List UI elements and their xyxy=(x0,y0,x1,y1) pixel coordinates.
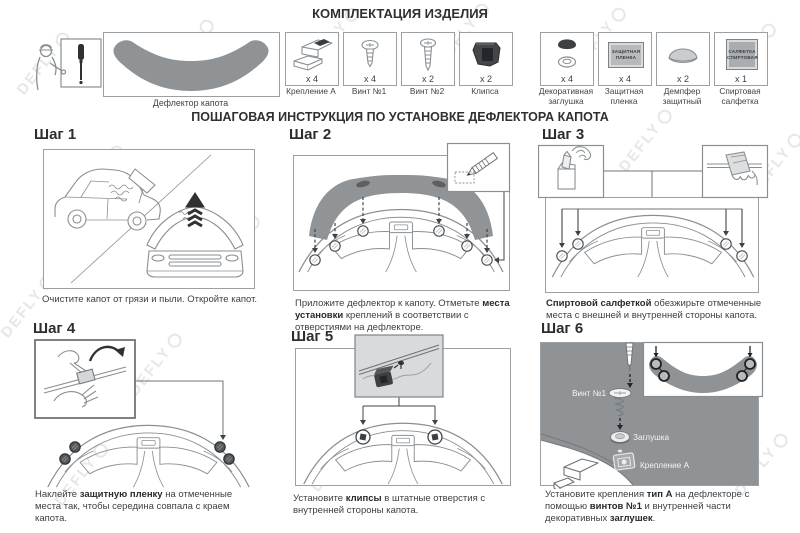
part-qty: x 1 xyxy=(734,74,747,84)
arrow-up-icon xyxy=(184,191,206,228)
step-1-illustration xyxy=(43,149,255,289)
part-qty: x 2 xyxy=(479,74,492,84)
step-header: Шаг 1 xyxy=(34,126,77,143)
part-label: Клипса xyxy=(471,86,499,96)
part-box-screw1: x 4 xyxy=(343,32,397,86)
step-2-illustration xyxy=(293,142,511,291)
clip-hole-marks xyxy=(355,429,443,445)
step-caption: Установите клипсы в штатные отверстия с … xyxy=(293,493,486,516)
clip-icon xyxy=(373,365,394,388)
part-qty: x 2 xyxy=(676,74,689,84)
part-qty: x 4 xyxy=(618,74,631,84)
part-box-screw2: x 2 xyxy=(401,32,455,86)
tools-needed-icon xyxy=(36,38,102,91)
plug-label: Заглушка xyxy=(633,433,670,442)
screw-label: Винт №1 xyxy=(572,389,606,398)
part-box-damper: x 2 xyxy=(656,32,710,86)
part-label: Винт №2 xyxy=(409,86,445,96)
step-3: Шаг 3 xyxy=(536,122,774,321)
part-label: Декоративная заглушка xyxy=(538,86,594,106)
part-qty: x 4 xyxy=(560,74,573,84)
screw-icon xyxy=(608,388,632,417)
part-label: Спиртовая салфетка xyxy=(719,86,761,106)
instructions-title: ПОШАГОВАЯ ИНСТРУКЦИЯ ПО УСТАНОВКЕ ДЕФЛЕК… xyxy=(191,110,609,124)
step-header: Шаг 2 xyxy=(289,126,332,143)
part-label: Винт №1 xyxy=(351,86,387,96)
part-qty: x 2 xyxy=(421,74,434,84)
clip-insert-inset xyxy=(354,334,444,398)
car-front-raised-hood-icon xyxy=(146,191,244,278)
plug-icon xyxy=(610,431,630,444)
step-6: Шаг 6 xyxy=(535,316,775,524)
screw-icon xyxy=(419,38,437,72)
cap-icon xyxy=(557,39,577,68)
clip-icon xyxy=(472,42,501,67)
step-header: Шаг 4 xyxy=(33,320,76,337)
step-header: Шаг 6 xyxy=(541,320,584,337)
damper-icon xyxy=(668,48,698,64)
step-header: Шаг 5 xyxy=(291,328,334,345)
deflector-closeup-inset xyxy=(642,341,764,398)
step-header: Шаг 3 xyxy=(542,126,585,143)
part-label: Демпфер защитный xyxy=(662,86,702,106)
screw-icon xyxy=(361,39,379,68)
watermark-logo-icon xyxy=(784,130,800,151)
bracket-pad xyxy=(612,452,636,471)
step-4: Шаг 4 Наклейте защитную пленку на от xyxy=(25,316,265,524)
wipe-pack-inset xyxy=(538,144,605,199)
step-2: Шаг 2 xyxy=(285,122,517,333)
marking-arrows xyxy=(314,197,488,248)
part-qty: x 4 xyxy=(363,74,376,84)
step-4-illustration xyxy=(34,339,250,488)
bracket-icon xyxy=(293,39,333,71)
deflector-icon xyxy=(113,40,269,91)
wipe-icon: САЛФЕТКА СПИРТОВАЯ xyxy=(726,39,758,70)
step-6-illustration: Винт №1 Заглушка Крепление А xyxy=(540,341,764,489)
step-5-illustration xyxy=(295,334,511,486)
person-icon xyxy=(36,44,67,91)
film-apply-inset xyxy=(34,339,136,419)
screwdriver-icon xyxy=(625,342,634,372)
step-caption: Наклейте защитную пленку на отмеченные м… xyxy=(35,489,233,524)
step-1: Шаг 1 xyxy=(30,122,262,312)
part-box-cap: x 4 xyxy=(540,32,594,86)
part-box-wipe: САЛФЕТКА СПИРТОВАЯ x 1 xyxy=(714,32,768,86)
step-5: Шаг 5 xyxy=(283,316,523,516)
kit-title: КОМПЛЕКТАЦИЯ ИЗДЕЛИЯ xyxy=(312,6,488,21)
bracket-icon xyxy=(553,458,599,489)
part-box-bracket: x 4 xyxy=(285,32,339,86)
part-qty: x 4 xyxy=(305,74,318,84)
car-open-hood-icon xyxy=(54,168,161,231)
pencil-inset xyxy=(446,142,511,193)
step-caption: Очистите капот от грязи и пыли. Откройте… xyxy=(42,294,258,305)
part-box-clip: x 2 xyxy=(459,32,513,86)
deflector-box xyxy=(103,32,280,97)
part-label: Защитная пленка xyxy=(604,86,644,106)
film-icon: ЗАЩИТНАЯ ПЛЕНКА xyxy=(608,42,644,68)
step-caption: Спиртовой салфеткой обезжирьте отмеченны… xyxy=(546,298,762,321)
screwdriver-icon xyxy=(78,44,84,85)
part-box-film: ЗАЩИТНАЯ ПЛЕНКА x 4 xyxy=(598,32,652,86)
deflector-label: Дефлектор капота xyxy=(152,98,229,108)
step-caption: Приложите дефлектор к капоту. Отметьте м… xyxy=(295,298,510,333)
pencil-icon xyxy=(466,151,499,176)
wipe-hand-inset xyxy=(701,144,769,199)
bracket-label: Крепление А xyxy=(640,461,690,470)
part-label: Крепление А xyxy=(286,86,336,96)
step-3-illustration xyxy=(538,144,769,293)
step-caption: Установите крепления тип А на дефлекторе… xyxy=(545,489,750,524)
